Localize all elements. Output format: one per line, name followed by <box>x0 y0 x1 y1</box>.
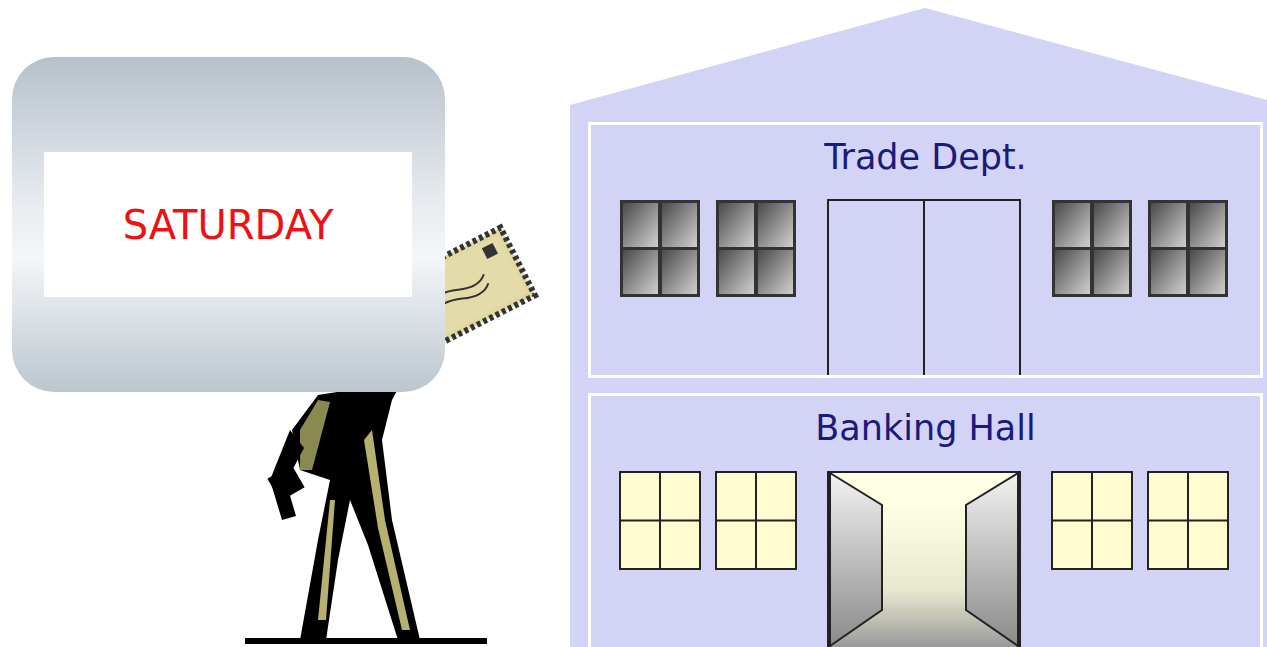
day-text: SATURDAY <box>44 152 412 297</box>
floor-label: Trade Dept. <box>591 137 1260 177</box>
floor-label: Banking Hall <box>591 408 1260 448</box>
closed-door <box>828 200 1020 377</box>
bank-building <box>570 8 1267 647</box>
day-sign: SATURDAY <box>12 57 445 392</box>
trade-dept-floor: Trade Dept. <box>588 122 1263 378</box>
banking-hall-floor: Banking Hall <box>588 393 1263 647</box>
open-door <box>828 472 1020 647</box>
